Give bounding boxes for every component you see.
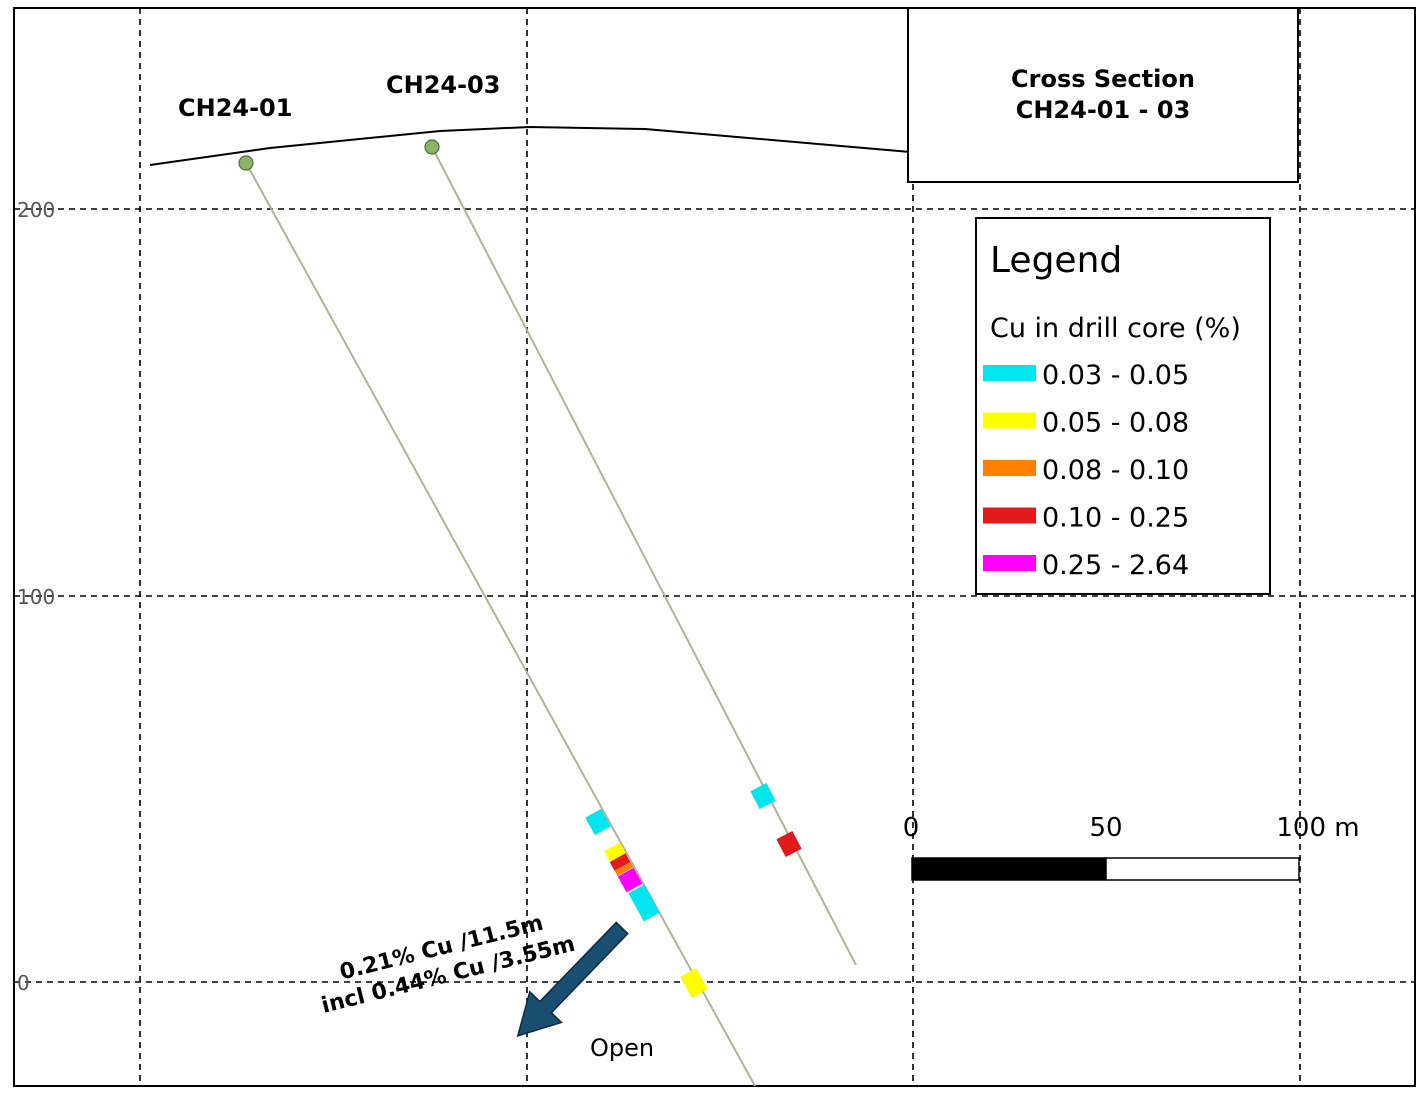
legend-swatch xyxy=(983,507,1036,524)
hole-label-ch24-03: CH24-03 xyxy=(386,71,500,99)
scale-label-50: 50 xyxy=(1089,813,1122,843)
legend-box xyxy=(975,217,1271,595)
assay-interval xyxy=(628,884,660,922)
hole-label-ch24-01: CH24-01 xyxy=(178,94,292,122)
legend-item-label: 0.08 - 0.10 xyxy=(1042,455,1189,486)
elevation-label-0: 0 xyxy=(17,971,30,995)
down-dip-arrow-icon xyxy=(516,921,629,1038)
assay-interval xyxy=(604,842,626,862)
legend-swatch xyxy=(983,460,1036,476)
assay-interval xyxy=(680,968,708,998)
assay-interval xyxy=(750,782,776,810)
legend-item-label: 0.03 - 0.05 xyxy=(1042,360,1189,391)
collar-ch24-01 xyxy=(238,155,254,171)
scale-label-0: 0 xyxy=(903,813,920,843)
elevation-label-100: 100 xyxy=(17,585,55,609)
topography-line xyxy=(149,125,911,166)
legend-subtitle: Cu in drill core (%) xyxy=(990,313,1241,344)
assay-interval xyxy=(585,808,611,836)
assay-interval xyxy=(617,867,643,893)
scale-bar: 0 50 100 m xyxy=(903,813,1360,881)
drill-trace-ch24-03 xyxy=(431,146,857,966)
legend-title: Legend xyxy=(990,240,1122,281)
scale-bar-white xyxy=(1105,857,1300,881)
scale-label-100: 100 m xyxy=(1276,813,1359,843)
title-line-1: Cross Section xyxy=(1011,65,1195,93)
legend-swatch xyxy=(983,555,1036,571)
legend-item-label: 0.05 - 0.08 xyxy=(1042,408,1189,439)
legend-swatch xyxy=(983,412,1036,429)
legend-item-label: 0.25 - 2.64 xyxy=(1042,550,1189,581)
scale-bar-black xyxy=(911,857,1107,881)
assay-interval xyxy=(609,853,631,871)
assay-intervals-ch24-01 xyxy=(585,808,708,998)
elevation-label-200: 200 xyxy=(17,198,55,222)
open-label: Open xyxy=(590,1034,654,1062)
assay-interval xyxy=(776,830,802,858)
assay-intervals-ch24-03 xyxy=(750,782,802,858)
grid xyxy=(14,8,1415,1086)
legend: Legend Cu in drill core (%) 0.03 - 0.05 0… xyxy=(975,217,1271,595)
drill-trace-ch24-01 xyxy=(245,162,756,1087)
title-line-2: CH24-01 - 03 xyxy=(1016,96,1191,124)
assay-interval xyxy=(614,862,634,876)
legend-swatch xyxy=(983,365,1036,381)
title-box xyxy=(907,7,1299,183)
legend-item-label: 0.10 - 0.25 xyxy=(1042,503,1189,534)
collar-ch24-03 xyxy=(424,139,440,155)
